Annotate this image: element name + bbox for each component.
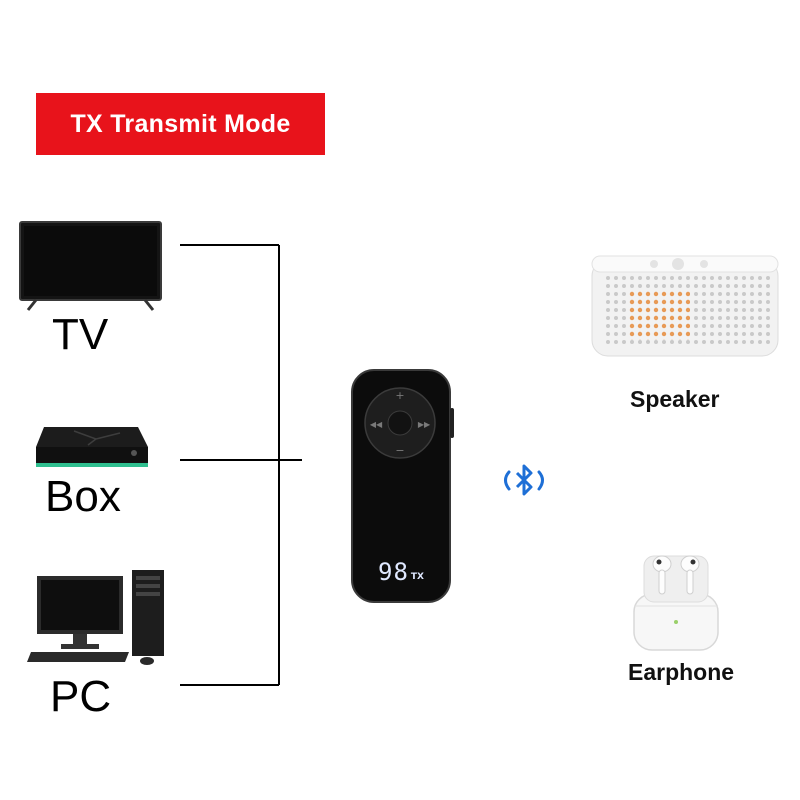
display-mode: TX: [411, 572, 424, 582]
receiver-label-speaker: Speaker: [630, 386, 720, 413]
source-label-tv: TV: [52, 310, 108, 360]
receiver-label-earphone: Earphone: [628, 659, 734, 686]
desktop-pc-icon: [25, 568, 175, 668]
source-label-pc: PC: [50, 672, 111, 722]
svg-text:+: +: [395, 389, 404, 402]
svg-text:▶▶: ▶▶: [418, 420, 431, 429]
speaker-icon: [588, 250, 782, 360]
svg-text:◀◀: ◀◀: [370, 420, 383, 429]
transmitter-display: 98 TX: [378, 558, 424, 584]
tv-icon: [18, 220, 163, 312]
bluetooth-icon: [500, 462, 548, 502]
earphone-case-icon: [630, 548, 722, 653]
display-number: 98: [378, 560, 409, 584]
source-label-box: Box: [45, 472, 121, 522]
svg-text:−: −: [395, 444, 404, 457]
set-top-box-icon: [34, 423, 150, 473]
